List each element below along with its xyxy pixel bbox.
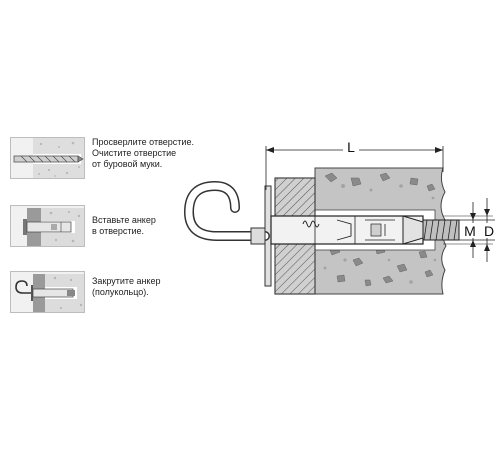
step-drill: Просверлите отверстие. Очистите отверсти…: [10, 137, 200, 181]
anchor-sleeve: [270, 215, 424, 245]
hook-icon: [183, 180, 270, 245]
hook-icon: [15, 280, 75, 301]
diameter-label: D: [484, 223, 494, 239]
step-insert: Вставьте анкер в отверстие.: [10, 205, 200, 249]
anchor-drawing: L M D: [175, 120, 500, 320]
drill-bit-icon: [13, 155, 84, 163]
length-label: L: [347, 139, 355, 155]
step-insert-text: Вставьте анкер в отверстие.: [92, 215, 156, 236]
drill-thumbnail: [10, 137, 85, 179]
step-drill-text: Просверлите отверстие. Очистите отверсти…: [92, 137, 194, 169]
threaded-stud: [422, 219, 460, 241]
thread-label: M: [464, 223, 476, 239]
step-tighten-text: Закрутите анкер (полукольцо).: [92, 276, 161, 297]
tighten-thumbnail: [10, 271, 85, 313]
dimension-diameters: M D: [443, 198, 497, 262]
step-tighten: Закрутите анкер (полукольцо).: [10, 271, 200, 315]
insert-thumbnail: [10, 205, 85, 247]
dimension-length: L: [265, 138, 444, 190]
anchor-icon: [23, 219, 72, 235]
